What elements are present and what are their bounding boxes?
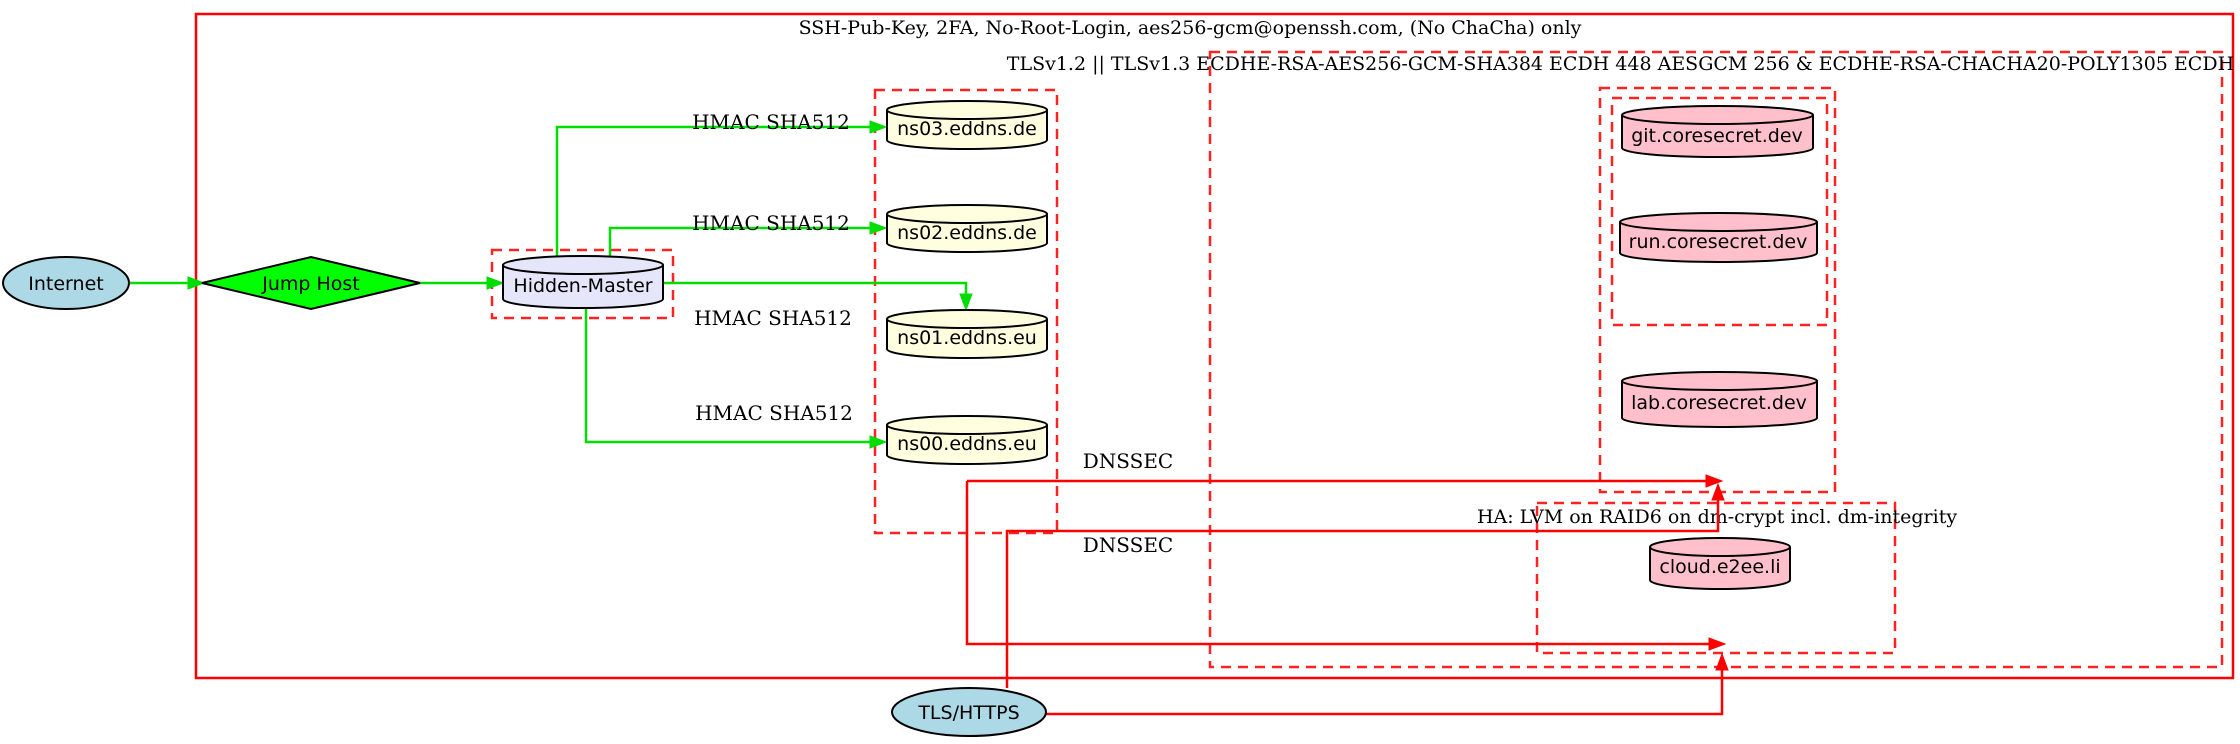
ns02-node-label: ns02.eddns.de xyxy=(897,222,1037,244)
lab-node-label: lab.coresecret.dev xyxy=(1631,392,1807,414)
edge-hiddenmaster-ns00 xyxy=(584,307,871,444)
arrowhead-ns01 xyxy=(959,293,973,312)
arrowhead-ns02 xyxy=(869,221,888,235)
cloud-node xyxy=(1649,537,1791,590)
arrowhead-dnssec-coresecret xyxy=(1705,474,1724,488)
tls-https-node-label: TLS/HTTPS xyxy=(917,702,1019,724)
edge-hiddenmaster-ns02 xyxy=(608,226,871,257)
edge-label-hmac-ns02: HMAC SHA512 xyxy=(692,211,850,235)
edge-hiddenmaster-ns03 xyxy=(555,125,871,257)
arrowhead-tlshttps-coresecret xyxy=(1711,482,1725,501)
git-node xyxy=(1621,105,1814,158)
ns01-node-label: ns01.eddns.eu xyxy=(897,327,1037,349)
hidden-master-node-rim xyxy=(502,264,664,275)
ns02-node-rim xyxy=(886,213,1048,224)
ns03-node xyxy=(886,100,1048,150)
ns02-node xyxy=(886,204,1048,253)
ns00-node xyxy=(886,415,1048,465)
edge-label-hmac-ns03: HMAC SHA512 xyxy=(692,110,850,134)
jump-host-node xyxy=(201,255,421,311)
edge-label-dnssec-1: DNSSEC xyxy=(1083,449,1174,473)
internet-node-label: Internet xyxy=(28,273,103,295)
tls-cluster-label: TLSv1.2 || TLSv1.3 ECDHE-RSA-AES256-GCM-… xyxy=(1007,53,2240,75)
arrowhead-tlshttps-ha xyxy=(1715,652,1729,671)
ns01-node xyxy=(886,309,1048,359)
hidden-master-node-label: Hidden-Master xyxy=(513,275,652,297)
arrowhead-ns00 xyxy=(869,435,888,449)
git-node-rim xyxy=(1621,114,1814,125)
hidden-master-node xyxy=(502,255,664,309)
tls-cluster-border xyxy=(1208,50,2224,669)
git-node-label: git.coresecret.dev xyxy=(1631,125,1803,147)
lab-node-rim xyxy=(1621,380,1818,391)
ssh-cluster-label: SSH-Pub-Key, 2FA, No-Root-Login, aes256-… xyxy=(799,17,1582,39)
arrowhead-internet-jumphost xyxy=(187,276,206,290)
arrowhead-ns03 xyxy=(869,120,888,134)
cloud-node-rim xyxy=(1649,546,1791,557)
ns01-node-rim xyxy=(886,318,1048,329)
lab-node xyxy=(1621,371,1818,428)
ha-cluster-border xyxy=(1535,501,1897,655)
tls-https-node xyxy=(891,687,1047,737)
arrowhead-dnssec-ha xyxy=(1708,637,1727,651)
arrowhead-jumphost-hiddenmaster xyxy=(486,276,505,290)
ns00-node-label: ns00.eddns.eu xyxy=(897,433,1037,455)
edge-tlshttps-coresecret xyxy=(1005,499,1720,688)
jump-host-node-label: Jump Host xyxy=(261,273,360,295)
edge-label-dnssec-2: DNSSEC xyxy=(1083,533,1174,557)
edge-tlshttps-ha xyxy=(1046,669,1724,716)
internet-node xyxy=(2,256,130,310)
run-node-label: run.coresecret.dev xyxy=(1629,231,1808,253)
edge-label-hmac-ns01: HMAC SHA512 xyxy=(694,306,852,330)
edge-dnssec-ha xyxy=(965,481,1710,646)
coresecret-inner-cluster-border xyxy=(1610,96,1829,327)
ns03-node-rim xyxy=(886,109,1048,120)
edge-hiddenmaster-ns01 xyxy=(663,281,968,296)
cloud-node-label: cloud.e2ee.li xyxy=(1659,556,1780,578)
ns00-node-rim xyxy=(886,424,1048,435)
run-node-rim xyxy=(1619,221,1818,232)
run-node xyxy=(1619,212,1818,263)
ssh-cluster-border xyxy=(194,12,2235,680)
ns03-node-label: ns03.eddns.de xyxy=(897,118,1037,140)
edge-label-hmac-ns00: HMAC SHA512 xyxy=(695,401,853,425)
